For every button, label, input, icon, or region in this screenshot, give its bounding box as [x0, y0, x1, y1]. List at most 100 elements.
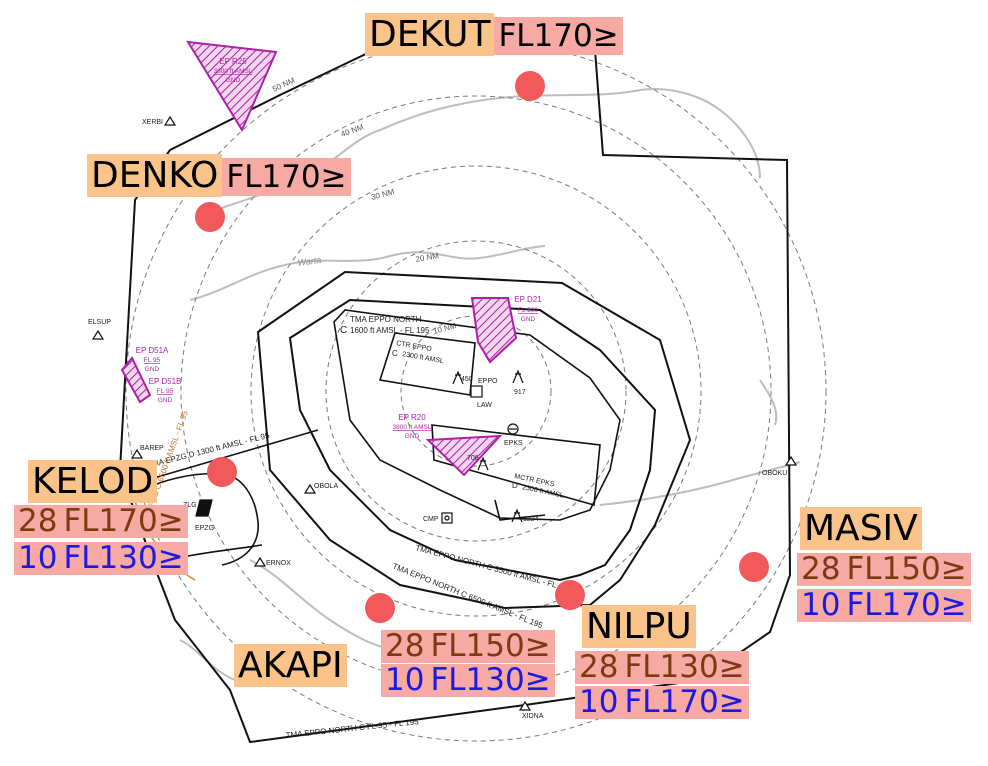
nilpu-level10: FL170≥: [624, 684, 745, 720]
callout-kelod: KELOD: [28, 460, 158, 503]
masiv-level28: FL150≥: [846, 551, 967, 587]
waypoint-xerbi-icon: [163, 115, 177, 126]
dot-masiv: [739, 552, 769, 582]
d51a-id: EP D51A: [136, 346, 169, 355]
akapi-rwy28: 28: [385, 628, 425, 664]
mctr-class: D: [512, 481, 518, 490]
nilpu-level28: FL130≥: [624, 649, 745, 685]
eppo-airport-icon: [470, 385, 483, 398]
akapi-name: AKAPI: [234, 644, 347, 687]
d51a-lower: GND: [145, 366, 160, 373]
dekut-name: DEKUT: [365, 13, 495, 56]
waypoint-oboku-label: OBOKU: [762, 470, 787, 477]
nilpu-rwy28: 28: [579, 649, 619, 685]
tma-fl95-label: TMA EPPO NORTH C FL 95 - FL 195: [285, 717, 419, 740]
kelod-level10: FL130≥: [63, 540, 184, 576]
callout-masiv: MASIV: [800, 507, 922, 550]
masiv-level10: FL170≥: [846, 587, 967, 623]
tma-north-limits: 1600 ft AMSL - FL 195: [350, 326, 430, 335]
obstacle-917-icon: [512, 369, 524, 384]
airport-epzg-label: EPZG: [195, 525, 214, 532]
callout-akapi: AKAPI: [234, 644, 347, 687]
tma-north-class: C: [340, 325, 347, 336]
dot-denko: [195, 202, 225, 232]
dot-nilpu: [555, 580, 585, 610]
ring-label-30: 30 NM: [370, 187, 395, 202]
reporting-point-dots: [195, 71, 769, 623]
dot-akapi: [365, 593, 395, 623]
obstacle-706-icon: [477, 456, 489, 471]
dot-kelod: [207, 457, 237, 487]
ring-label-50: 50 NM: [271, 76, 296, 94]
ctr-label: CTR EPPO: [396, 340, 433, 353]
masiv-rwy28: 28: [801, 551, 841, 587]
obstacle-450-icon: [452, 370, 464, 385]
area-r20-shape: [425, 434, 503, 477]
tma-north-label: TMA EPPO NORTH: [350, 315, 422, 324]
waypoint-xidna-icon: [518, 700, 532, 711]
callout-nilpu: NILPU: [582, 605, 696, 648]
airport-zlg-label: ZLG: [183, 502, 197, 509]
waypoint-xidna-label: XIDNA: [522, 713, 544, 720]
masiv-name: MASIV: [800, 507, 922, 550]
waypoint-obola-label: OBOLA: [314, 483, 338, 490]
area-r25-shape: [186, 40, 278, 133]
dot-dekut: [515, 71, 545, 101]
cmp-beacon-icon: [441, 512, 453, 524]
aerodrome-symbols: [195, 385, 519, 524]
mctr-epks: [431, 424, 601, 507]
epks-airport-icon: [507, 423, 519, 435]
mctr-limits: 2300 ft AMSL: [522, 484, 565, 500]
denko-name: DENKO: [87, 154, 223, 197]
r20-lower: GND: [405, 433, 420, 440]
d51b-upper: FL 95: [157, 388, 174, 395]
akapi-level10: FL130≥: [430, 662, 551, 698]
nilpu-name: NILPU: [582, 605, 696, 648]
ring-label-20: 20 NM: [415, 251, 440, 264]
dekut-level: FL170≥: [494, 17, 623, 55]
nilpu-rwy10: 10: [579, 684, 619, 720]
d51a-upper: FL 95: [144, 357, 161, 364]
ctr-eppo: [378, 332, 476, 396]
kelod-name: KELOD: [28, 460, 158, 503]
river-name: Warta: [297, 255, 322, 268]
d51b-lower: GND: [158, 397, 173, 404]
airport-law-label: LAW: [477, 402, 492, 409]
waypoint-ernox-icon: [253, 556, 267, 567]
elevation-706: 706: [467, 455, 479, 462]
akapi-rwy10: 10: [385, 662, 425, 698]
waypoint-oboku-icon: [784, 455, 798, 466]
kelod-rwy28: 28: [18, 503, 58, 539]
d21-upper: FL 500: [518, 307, 538, 314]
waypoint-barep-icon: [130, 448, 144, 459]
d21-lower: GND: [521, 316, 536, 323]
waypoint-cmp-label: CMP: [423, 516, 439, 523]
obstacle-symbols: [452, 369, 524, 523]
d21-id: EP D21: [514, 295, 542, 304]
ctr-class: C: [392, 349, 398, 358]
tma-6500-boundary: [256, 270, 692, 610]
ring-label-40: 40 NM: [340, 122, 366, 139]
waypoint-xerbi-label: XERBI: [142, 119, 163, 126]
r25-lower: GND: [226, 77, 241, 84]
tma-1600-boundary: [333, 309, 621, 521]
waypoint-ernox-label: ERNOX: [266, 560, 291, 567]
waypoint-barep-label: BAREP: [140, 445, 164, 452]
waypoint-obola-icon: [303, 483, 317, 494]
obstacle-1224-icon: [511, 508, 523, 523]
waypoint-elsup-label: ELSUP: [88, 319, 111, 326]
kelod-rwy10: 10: [18, 540, 58, 576]
notch-boundary: [494, 499, 546, 521]
epzg-airport-icon: [195, 499, 213, 517]
r20-id: EP R20: [398, 413, 426, 422]
d51b-id: EP D51B: [149, 377, 182, 386]
area-d21-shape: [470, 297, 518, 364]
